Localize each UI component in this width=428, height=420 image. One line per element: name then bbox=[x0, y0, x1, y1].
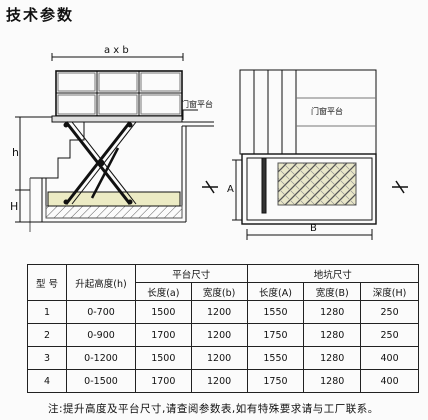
spec-table: 型 号 升起高度(h) 平台尺寸 地坑尺寸 长度(a) 宽度(b) 长度(A) … bbox=[27, 264, 420, 393]
table-cell: 0-1200 bbox=[66, 346, 136, 370]
table-row: 1 0-700 1500 1200 1550 1280 250 bbox=[27, 300, 419, 324]
table-cell: 1 bbox=[27, 300, 67, 324]
table-cell: 1500 bbox=[135, 300, 192, 324]
technical-drawing: a x b h H 门窗平台 门窗平台 A B bbox=[10, 45, 408, 240]
table-cell: 4 bbox=[27, 369, 67, 393]
table-cell: 1700 bbox=[135, 369, 192, 393]
footnote: 注:提升高度及平台尺寸,请查阅参数表,如有特殊要求请与工厂联系。 bbox=[48, 403, 379, 415]
platform-group-header: 平台尺寸 bbox=[135, 264, 248, 283]
table-cell: 0-700 bbox=[66, 300, 136, 324]
table-cell: 1550 bbox=[246, 346, 305, 370]
dim-B-label: B bbox=[310, 223, 317, 234]
page-title: 技术参数 bbox=[6, 6, 75, 24]
plan-view bbox=[202, 69, 408, 240]
pit-group-header: 地坑尺寸 bbox=[246, 264, 420, 283]
table-cell: 1750 bbox=[246, 369, 305, 393]
sub-header: 宽度(b) bbox=[190, 282, 248, 301]
table-cell: 400 bbox=[360, 369, 419, 393]
table-cell: 1280 bbox=[303, 323, 362, 347]
table-cell: 1280 bbox=[303, 346, 362, 370]
table-cell: 2 bbox=[27, 323, 67, 347]
table-cell: 1200 bbox=[190, 300, 248, 324]
top-label: 门窗平台 bbox=[311, 106, 343, 116]
table-cell: 0-1500 bbox=[66, 369, 136, 393]
side-label: 门窗平台 bbox=[181, 99, 213, 109]
dim-ab-label: a x b bbox=[104, 45, 129, 56]
table-cell: 1280 bbox=[303, 369, 362, 393]
sub-header: 长度(a) bbox=[135, 282, 192, 301]
table-cell: 1200 bbox=[190, 369, 248, 393]
side-view bbox=[15, 53, 214, 232]
table-cell: 1500 bbox=[135, 346, 192, 370]
sub-header: 深度(H) bbox=[360, 282, 419, 301]
dim-A-label: A bbox=[227, 184, 234, 195]
table-cell: 1750 bbox=[246, 323, 305, 347]
sub-header: 长度(A) bbox=[246, 282, 305, 301]
table-cell: 1550 bbox=[246, 300, 305, 324]
table-cell: 1700 bbox=[135, 323, 192, 347]
table-cell: 3 bbox=[27, 346, 67, 370]
dim-H-label: H bbox=[10, 200, 18, 213]
table-cell: 400 bbox=[360, 346, 419, 370]
table-cell: 250 bbox=[360, 300, 419, 324]
table-cell: 1200 bbox=[190, 323, 248, 347]
col-height-header: 升起高度(h) bbox=[66, 264, 136, 301]
table-cell: 1280 bbox=[303, 300, 362, 324]
table-cell: 250 bbox=[360, 323, 419, 347]
table-row: 3 0-1200 1500 1200 1550 1280 400 bbox=[27, 346, 419, 370]
dim-h-label: h bbox=[12, 146, 19, 159]
table-row: 2 0-900 1700 1200 1750 1280 250 bbox=[27, 323, 419, 347]
table-cell: 1200 bbox=[190, 346, 248, 370]
table-row: 4 0-1500 1700 1200 1750 1280 400 bbox=[27, 369, 419, 393]
sub-header: 宽度(B) bbox=[303, 282, 362, 301]
col-model-header: 型 号 bbox=[27, 264, 67, 301]
table-cell: 0-900 bbox=[66, 323, 136, 347]
